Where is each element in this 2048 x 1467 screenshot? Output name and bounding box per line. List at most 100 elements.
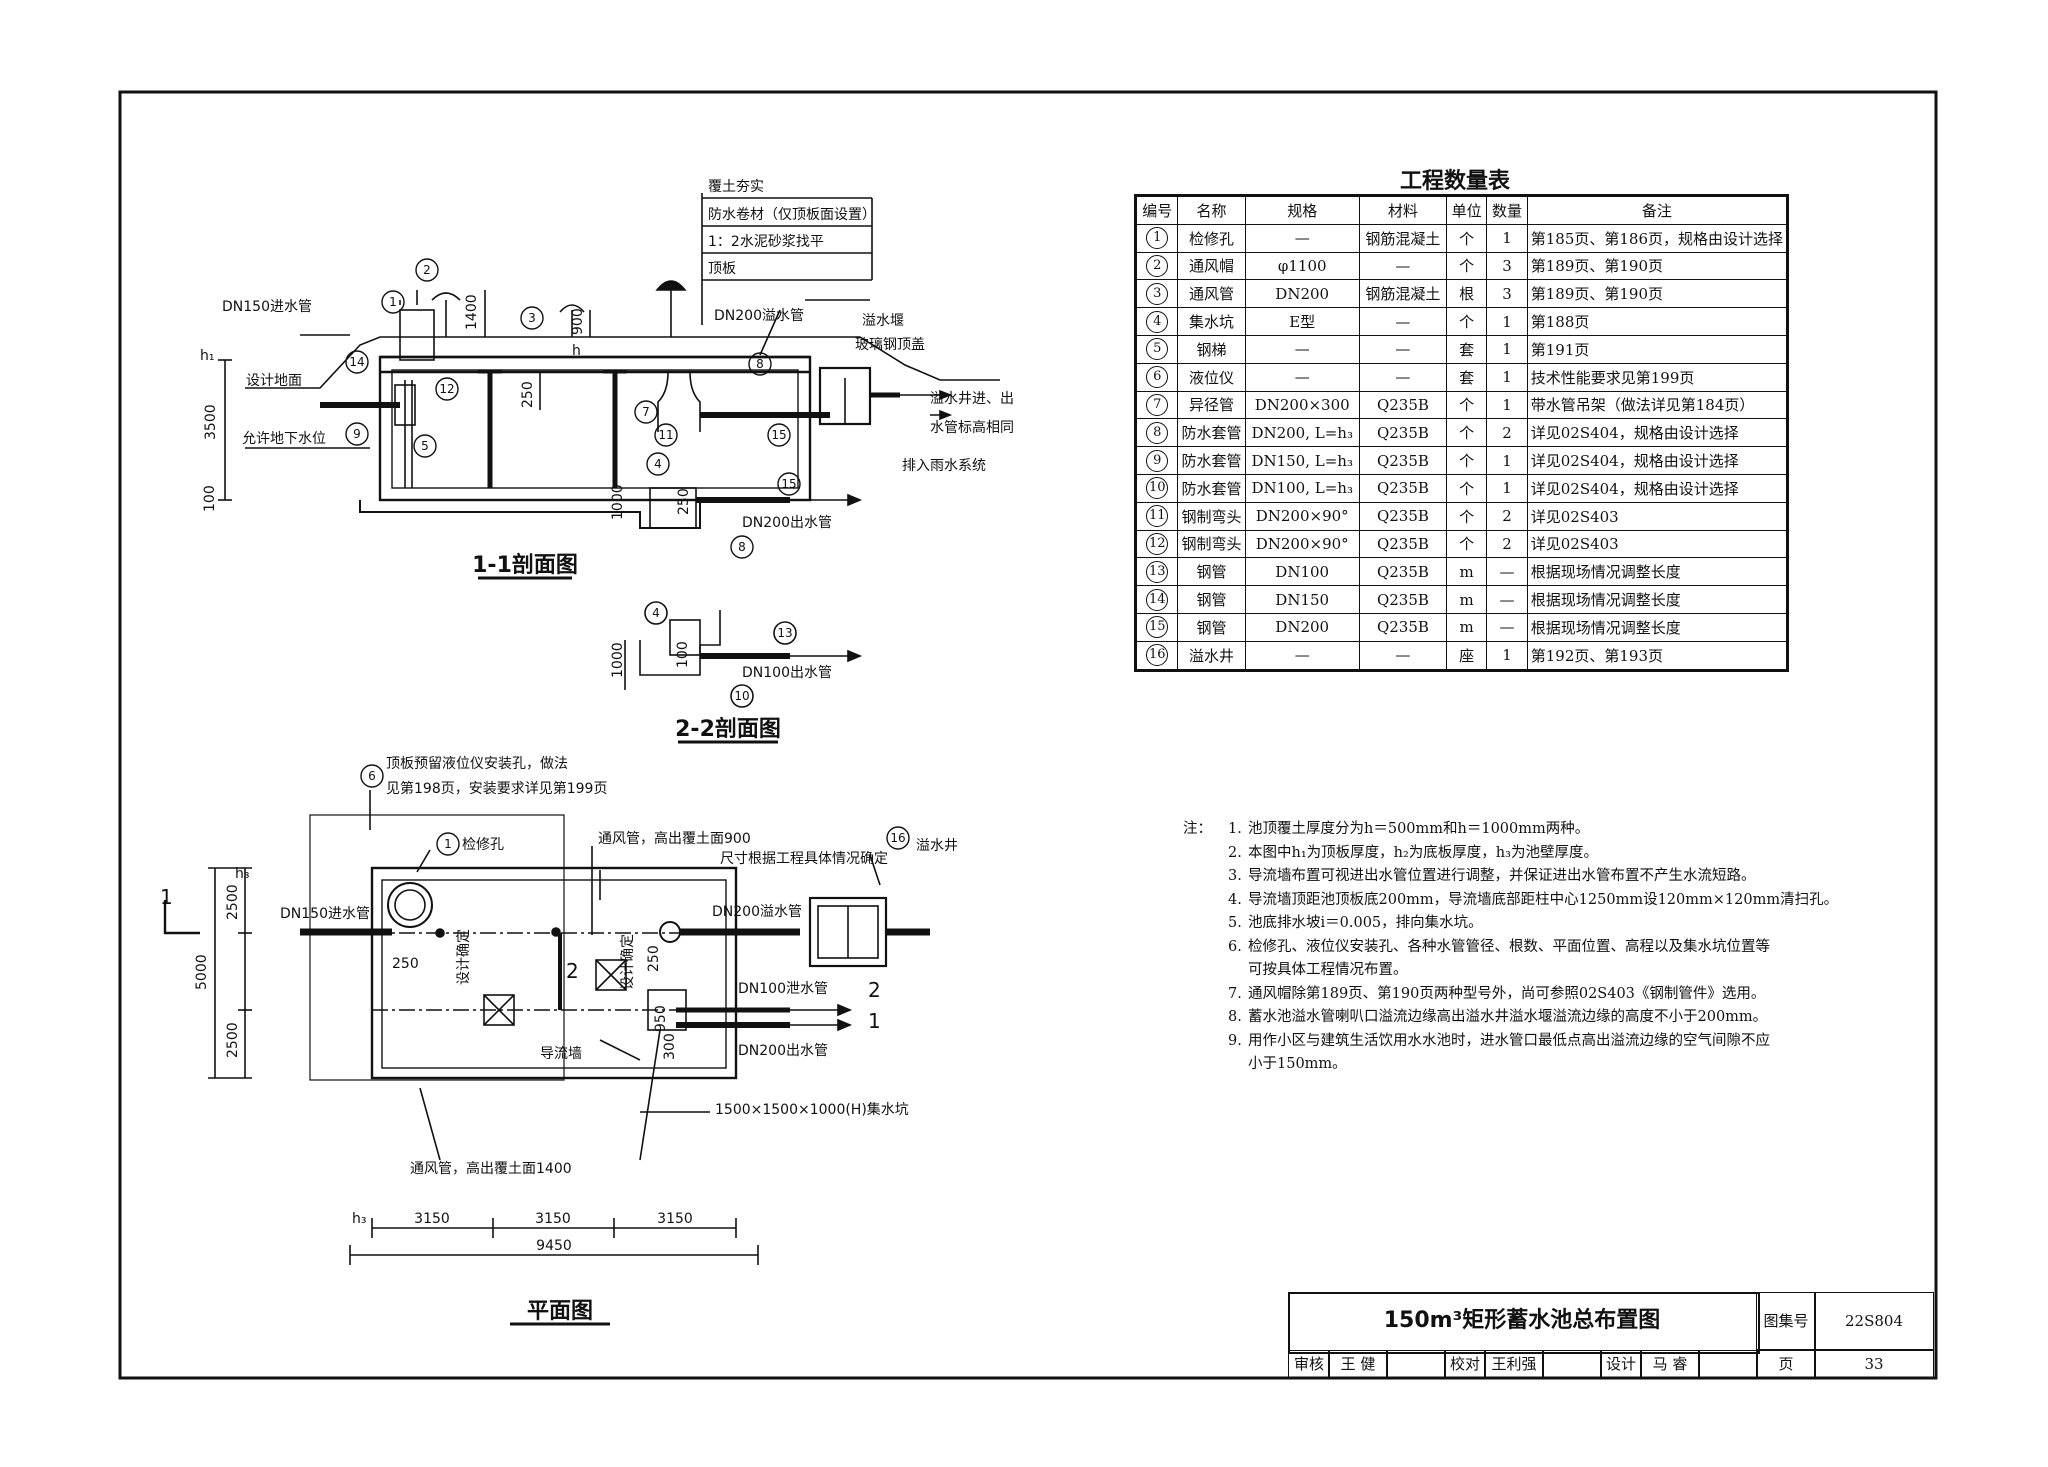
- design-label: 设计: [1600, 1350, 1642, 1378]
- note-number: 8.: [1228, 1009, 1242, 1025]
- item-remark: 带水管吊架（做法详见第184页）: [1526, 390, 1789, 420]
- item-qty: 1: [1486, 223, 1528, 253]
- item-material: Q235B: [1358, 585, 1447, 614]
- item-qty: 2: [1486, 529, 1528, 559]
- row-number-circle: 16: [1146, 644, 1169, 667]
- row-number: 6: [1134, 362, 1179, 392]
- item-spec: DN200×300: [1244, 390, 1360, 420]
- item-qty: —: [1486, 557, 1528, 587]
- svg-text:1: 1: [444, 837, 452, 851]
- check-label: 校对: [1444, 1350, 1486, 1378]
- item-unit: 座: [1445, 640, 1488, 671]
- plan-dn200-out: DN200出水管: [738, 1043, 828, 1059]
- note-item: 6.检修孔、液位仪安装孔、各种水管管径、根数、平面位置、高程以及集水坑位置等: [1228, 936, 1848, 960]
- item-unit: 套: [1445, 362, 1488, 392]
- item-remark: 详见02S404，规格由设计选择: [1526, 446, 1789, 475]
- item-remark: 根据现场情况调整长度: [1526, 557, 1789, 587]
- svg-text:5: 5: [421, 439, 429, 453]
- notes: 注： 1.池顶覆土厚度分为h＝500mm和h＝1000mm两种。2.本图中h₁为…: [1183, 818, 1848, 1077]
- dim-250: 250: [520, 381, 536, 408]
- dim-3150c: 3150: [657, 1211, 693, 1227]
- atlas-label: 图集号: [1756, 1292, 1816, 1350]
- layer-1: 覆土夯实: [708, 179, 764, 195]
- dim-3150a: 3150: [414, 1211, 450, 1227]
- note-text: 池底排水坡i＝0.005，排向集水坑。: [1248, 915, 1483, 931]
- item-spec: DN100: [1244, 557, 1360, 587]
- svg-text:12: 12: [439, 382, 454, 396]
- row-number: 10: [1134, 473, 1179, 503]
- note6-line1: 顶板预留液位仪安装孔，做法: [386, 756, 568, 772]
- note-item: 9.用作小区与建筑生活饮用水水池时，进水管口最低点高出溢流边缘的空气间隙不应: [1228, 1030, 1848, 1054]
- page-no: 33: [1814, 1350, 1934, 1378]
- drawing-title: 150m³矩形蓄水池总布置图: [1288, 1292, 1756, 1350]
- note-item: 3.导流墙布置可视进出水管位置进行调整，并保证进出水管布置不产生水流短路。: [1228, 865, 1848, 889]
- row-number: 1: [1134, 223, 1179, 253]
- item-material: Q235B: [1358, 529, 1447, 559]
- page-label: 页: [1756, 1350, 1816, 1378]
- item-spec: —: [1244, 362, 1360, 392]
- note-number: 4.: [1228, 891, 1242, 908]
- note-item: 2.本图中h₁为顶板厚度，h₂为底板厚度，h₃为池壁厚度。: [1228, 842, 1848, 866]
- item-material: Q235B: [1358, 612, 1447, 642]
- dim-250a: 250: [392, 956, 419, 972]
- row-number: 13: [1134, 557, 1179, 587]
- row-number-circle: 4: [1146, 310, 1169, 333]
- dim-9450: 9450: [536, 1238, 572, 1254]
- item-remark: 详见02S404，规格由设计选择: [1526, 418, 1789, 448]
- col-spec: 规格: [1244, 194, 1360, 225]
- sec-mark-2-right: 2: [868, 978, 881, 1002]
- row-number: 7: [1134, 390, 1179, 420]
- vent900-label: 通风管，高出覆土面900: [598, 830, 751, 847]
- note6-line2: 见第198页，安装要求详见第199页: [386, 780, 607, 797]
- item-material: Q235B: [1358, 557, 1447, 587]
- dim-300: 300: [662, 1033, 678, 1060]
- item-unit: 个: [1445, 418, 1488, 448]
- sec-mark-1-right: 1: [868, 1009, 881, 1033]
- ground-label: 设计地面: [246, 373, 302, 389]
- item-name: 异径管: [1177, 390, 1246, 420]
- item-name: 通风管: [1177, 279, 1246, 309]
- item-name: 检修孔: [1177, 223, 1246, 253]
- row-number-circle: 2: [1146, 254, 1169, 277]
- weir-label: 溢水堰: [862, 313, 904, 329]
- section11-labels: 覆土夯实 防水卷材（仅顶板面设置） 1：2水泥砂浆找平 顶板 DN150进水管 …: [200, 179, 1014, 531]
- dim-250b: 250: [676, 488, 692, 515]
- overflow-well-label2: 水管标高相同: [930, 419, 1014, 436]
- item-material: Q235B: [1358, 473, 1447, 503]
- designer-signature: [1698, 1350, 1758, 1378]
- item-qty: 1: [1486, 390, 1528, 420]
- row-number: 2: [1134, 251, 1179, 281]
- svg-text:1: 1: [389, 295, 397, 309]
- note-number: 1.: [1228, 821, 1242, 837]
- col-remark: 备注: [1526, 194, 1789, 225]
- atlas-no: 22S804: [1814, 1292, 1934, 1350]
- row-number-circle: 11: [1146, 505, 1169, 528]
- item-spec: —: [1244, 640, 1360, 671]
- row-number: 9: [1134, 446, 1179, 475]
- section22-title: 2-2剖面图: [675, 716, 781, 742]
- row-number: 12: [1134, 529, 1179, 559]
- item-spec: E型: [1244, 307, 1360, 336]
- note-text: 导流墙布置可视进出水管位置进行调整，并保证进出水管布置不产生水流短路。: [1248, 868, 1756, 884]
- svg-text:3: 3: [528, 311, 536, 325]
- item-unit: 个: [1445, 390, 1488, 420]
- item-unit: 个: [1445, 307, 1488, 336]
- row-number-circle: 7: [1146, 393, 1169, 416]
- item-material: —: [1358, 251, 1447, 281]
- note-continuation: 小于150mm。: [1248, 1056, 1347, 1072]
- item-material: Q235B: [1358, 501, 1447, 531]
- item-qty: —: [1486, 612, 1528, 642]
- item-qty: 3: [1486, 279, 1528, 309]
- dim-100: 100: [202, 485, 218, 512]
- fiberglass-label: 玻璃钢顶盖: [855, 336, 925, 353]
